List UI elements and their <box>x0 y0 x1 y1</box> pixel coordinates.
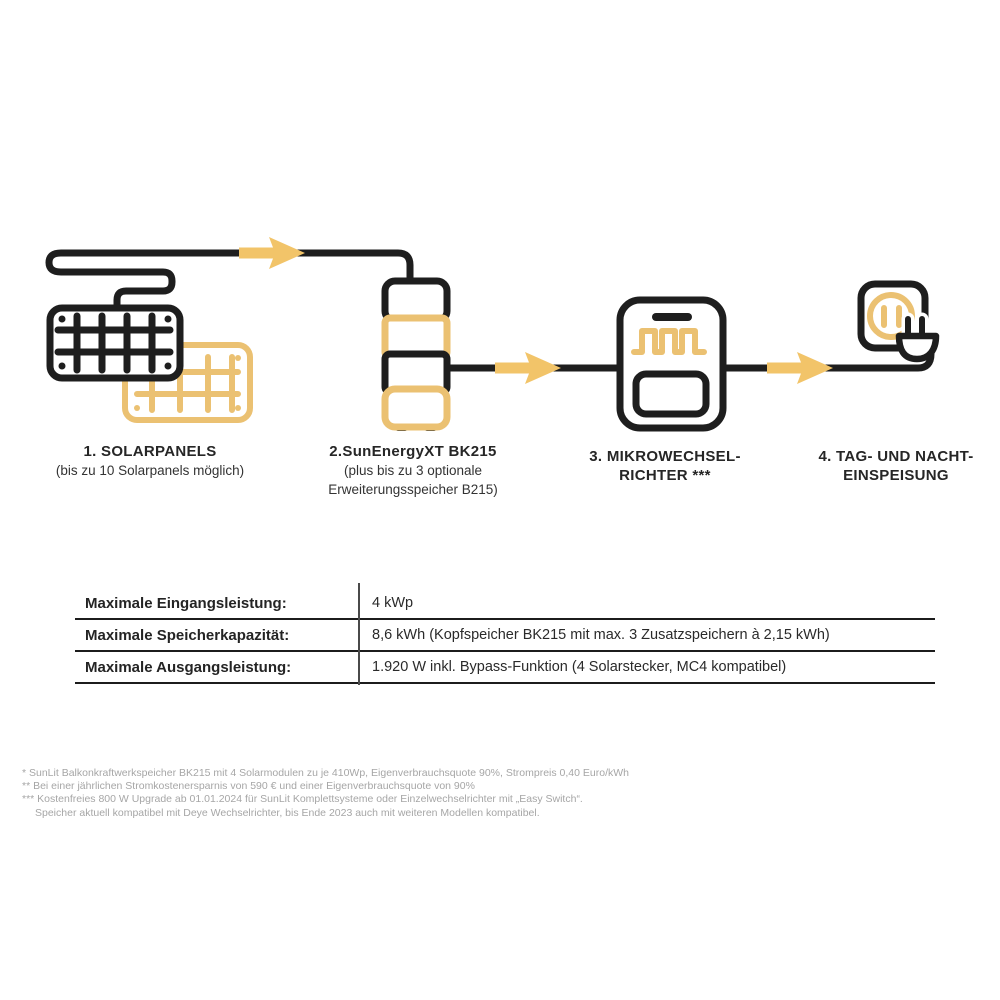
flow-diagram <box>45 237 940 432</box>
micro-inverter-icon <box>616 296 727 432</box>
cable-panel-to-battery <box>45 249 414 317</box>
solar-panel-front-icon <box>46 304 184 382</box>
specs-table: Maximale Eingangsleistung: 4 kWp Maximal… <box>75 588 935 684</box>
step-caption-mikrowechselrichter: 3. MIKROWECHSEL- RICHTER *** <box>589 447 740 485</box>
step-subtitle: Erweiterungsspeicher B215) <box>328 482 498 497</box>
step-caption-solarpanels: 1. SOLARPANELS (bis zu 10 Solarpanels mö… <box>56 442 244 480</box>
step-title: 4. TAG- UND NACHT- <box>818 448 974 465</box>
step-title: RICHTER *** <box>619 467 711 484</box>
solar-panel-back-icon <box>122 342 253 423</box>
spec-value: 1.920 W inkl. Bypass-Funktion (4 Solarst… <box>372 659 787 675</box>
footnote-line: * SunLit Balkonkraftwerkspeicher BK215 m… <box>22 767 629 779</box>
spec-label: Maximale Speicherkapazität: <box>85 626 290 644</box>
table-column-divider <box>358 583 360 685</box>
flow-arrow-icon <box>767 352 833 384</box>
footnote-line: ** Bei einer jährlichen Stromkostenerspa… <box>22 780 475 793</box>
step-title: 1. SOLARPANELS <box>83 443 217 460</box>
footnote-line: Speicher aktuell kompatibel mit Deye Wec… <box>35 806 540 819</box>
footnotes: * SunLit Balkonkraftwerkspeicher BK215 m… <box>22 767 629 820</box>
spec-label: Maximale Ausgangsleistung: <box>85 658 292 676</box>
flow-arrow-icon <box>239 237 305 269</box>
spec-value: 4 kWp <box>372 595 414 611</box>
pulse-wave-icon <box>631 328 707 355</box>
flow-arrow-icon <box>495 352 561 384</box>
step-title: 2.SunEnergyXT BK215 <box>329 443 497 460</box>
table-row: Maximale Ausgangsleistung: 1.920 W inkl.… <box>75 652 935 684</box>
step-subtitle: (plus bis zu 3 optionale <box>343 463 483 478</box>
battery-stack-icon <box>381 277 451 431</box>
step-caption-speicher: 2.SunEnergyXT BK215 (plus bis zu 3 optio… <box>328 442 498 499</box>
plug-icon <box>895 312 940 363</box>
table-row: Maximale Speicherkapazität: 8,6 kWh (Kop… <box>75 620 935 652</box>
spec-value: 8,6 kWh (Kopfspeicher BK215 mit max. 3 Z… <box>372 627 830 643</box>
step-title: 3. MIKROWECHSEL- <box>589 448 741 465</box>
step-caption-einspeisung: 4. TAG- UND NACHT- EINSPEISUNG <box>818 447 973 485</box>
step-title: EINSPEISUNG <box>843 467 949 484</box>
table-row: Maximale Eingangsleistung: 4 kWp <box>75 588 935 620</box>
footnote-line: *** Kostenfreies 800 W Upgrade ab 01.01.… <box>22 793 583 806</box>
step-subtitle: (bis zu 10 Solarpanels möglich) <box>55 463 245 478</box>
spec-label: Maximale Eingangsleistung: <box>85 594 287 612</box>
